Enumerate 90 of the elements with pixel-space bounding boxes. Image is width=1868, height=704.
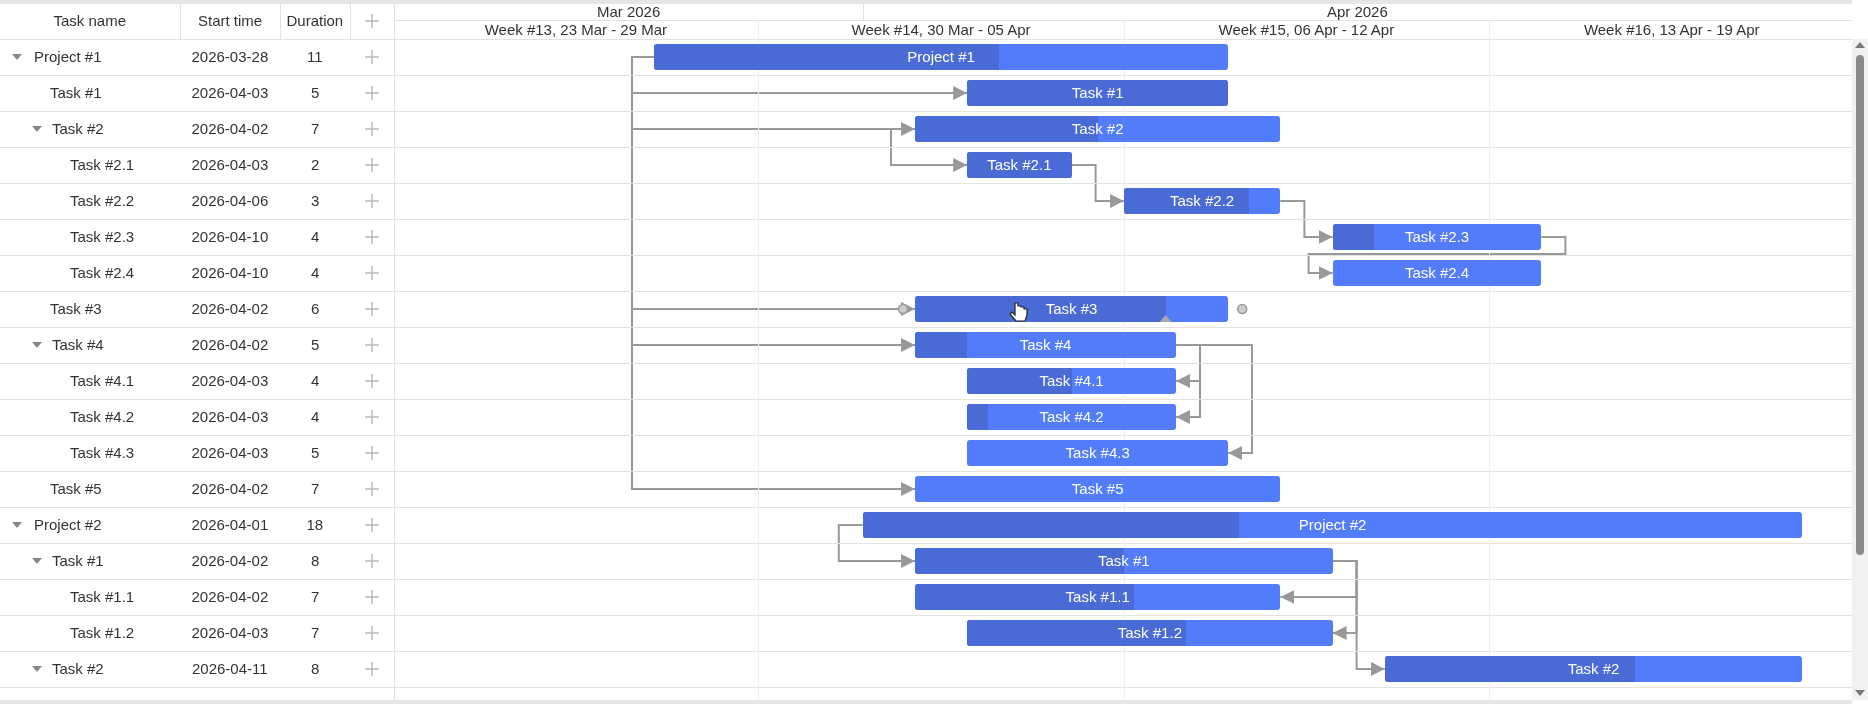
week-header: Week #13, 23 Mar - 29 Mar [484,21,667,39]
task-name: Task #4.3 [70,444,135,462]
task-bar: Task #2.1 [967,152,1072,178]
duration-value: 4 [311,408,320,426]
start-date: 2026-04-01 [191,516,269,534]
start-date: 2026-04-10 [191,228,269,246]
task-bar: Task #2.4 [1332,260,1542,286]
task-bar: Task #3 [915,296,1229,322]
task-bar: Task #5 [915,476,1281,502]
task-name: Task #2.2 [70,192,135,210]
task-bar: Task #2 [1384,656,1803,682]
start-date: 2026-04-03 [191,408,269,426]
dependency-arrow [1307,236,1567,280]
dependency-arrow [1175,344,1201,424]
duration-value: 4 [311,264,320,282]
duration-value: 11 [307,48,323,66]
start-date: 2026-04-03 [191,444,269,462]
task-bar: Task #1 [915,548,1333,574]
duration-value: 8 [311,660,320,678]
start-date: 2026-04-02 [191,552,269,570]
task-name: Task #2.3 [70,228,135,246]
task-bar: Task #4.1 [967,368,1176,394]
duration-value: 5 [311,84,320,102]
duration-value: 3 [311,192,320,210]
task-name: Task #2 [52,120,104,138]
duration-value: 6 [311,300,320,318]
start-date: 2026-04-03 [191,624,269,642]
duration-value: 8 [311,552,320,570]
duration-value: 7 [311,624,320,642]
task-bar: Task #1 [967,80,1229,106]
project-bar: Project #2 [862,512,1803,538]
start-date: 2026-04-02 [191,300,269,318]
start-date: 2026-04-06 [191,192,269,210]
task-name: Task #2 [52,660,104,678]
column-header: Task name [53,12,127,30]
task-bar: Task #4 [915,332,1176,358]
task-name: Task #3 [50,300,102,318]
column-header: Start time [198,12,263,30]
task-name: Task #1 [50,84,102,102]
duration-value: 7 [311,120,320,138]
start-date: 2026-04-03 [191,372,269,390]
task-bar: Task #2.3 [1332,224,1542,250]
start-date: 2026-04-03 [191,156,269,174]
week-header: Week #14, 30 Mar - 05 Apr [851,21,1031,39]
task-name: Task #1 [52,552,104,570]
task-name: Project #1 [34,48,102,66]
task-name: Task #4 [52,336,104,354]
duration-value: 2 [311,156,320,174]
task-bar: Task #2.2 [1123,188,1281,214]
dependency-arrow [837,524,916,568]
task-name: Task #2.1 [70,156,135,174]
duration-value: 4 [311,228,320,246]
dependency-arrow [1331,560,1386,676]
duration-value: 5 [311,336,320,354]
column-header: Duration [286,12,344,30]
task-name: Task #4.1 [70,372,135,390]
task-bar: Task #4.2 [967,404,1176,430]
start-date: 2026-04-11 [192,660,268,678]
duration-value: 18 [306,516,324,534]
task-name: Task #1.2 [70,624,135,642]
start-date: 2026-04-10 [191,264,269,282]
dependency-arrow [890,128,969,172]
dependency-arrow [1070,164,1125,208]
duration-value: 4 [311,372,320,390]
task-name: Task #2.4 [70,264,135,282]
week-header: Week #16, 13 Apr - 19 Apr [1583,21,1760,39]
start-date: 2026-04-02 [191,120,269,138]
duration-value: 7 [311,588,320,606]
start-date: 2026-04-02 [191,588,269,606]
task-bar: Task #2 [915,116,1281,142]
task-bar: Task #4.3 [967,440,1229,466]
dependency-arrow [631,56,916,496]
start-date: 2026-04-03 [191,84,269,102]
task-name: Task #4.2 [70,408,135,426]
start-date: 2026-03-28 [191,48,269,66]
task-name: Task #5 [50,480,102,498]
task-name: Project #2 [34,516,102,534]
week-header: Week #15, 06 Apr - 12 Apr [1218,21,1395,39]
project-bar: Project #1 [654,44,1229,70]
task-name: Task #1.1 [70,588,135,606]
duration-value: 5 [311,444,320,462]
task-bar: Task #1.1 [915,584,1281,610]
task-bar: Task #1.2 [967,620,1333,646]
dependency-arrow [1175,344,1253,460]
duration-value: 7 [311,480,320,498]
start-date: 2026-04-02 [191,336,269,354]
dependency-arrow [1279,200,1334,244]
month-header: Mar 2026 [596,3,661,21]
start-date: 2026-04-02 [191,480,269,498]
month-header: Apr 2026 [1326,3,1388,21]
